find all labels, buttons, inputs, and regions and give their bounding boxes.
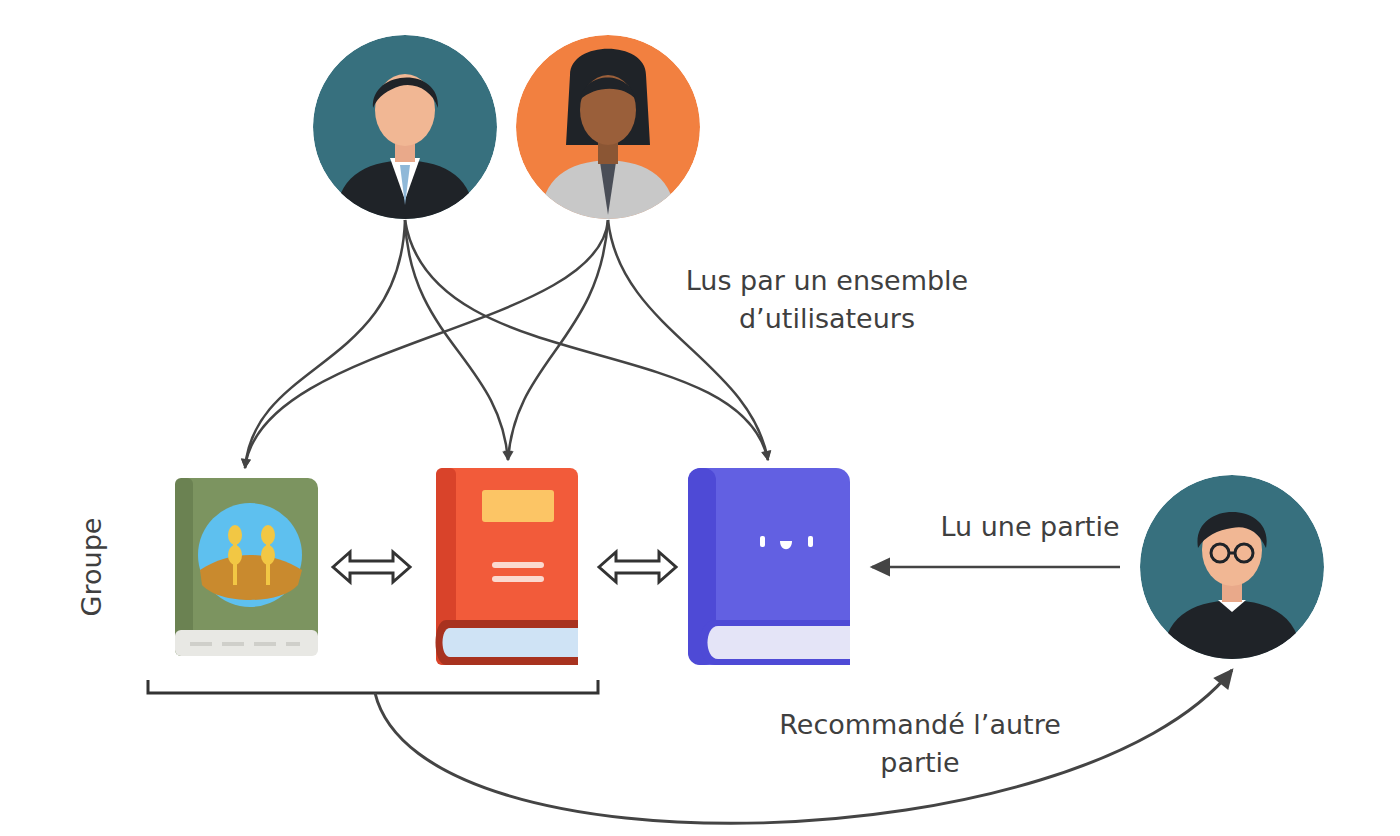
read-arrow [872,566,1120,569]
book-icon [175,478,318,656]
recommend-arrow [375,670,1232,823]
edge-label: Recommandé l’autre partie [755,706,1085,782]
book-icon [688,468,850,665]
edge-label: Lu une partie [925,508,1135,546]
book-icon [436,468,579,665]
user-note: Lus par un ensemble d’utilisateurs [662,262,992,338]
user-avatar [1140,475,1324,665]
user-avatar [516,35,700,225]
double-arrow [333,552,676,582]
read-arrows [245,220,768,468]
group-bracket [148,680,598,693]
group-label: Groupe [73,518,111,617]
user-avatar [313,35,497,225]
